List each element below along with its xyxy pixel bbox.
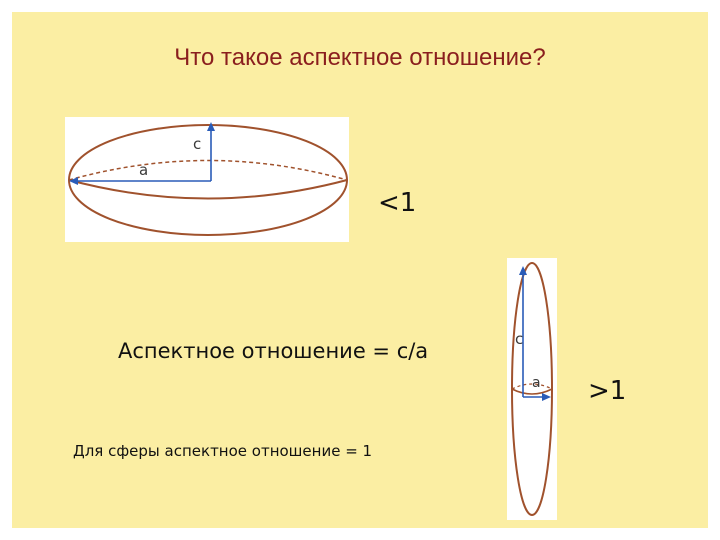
oblate-spheroid-diagram bbox=[68, 122, 348, 236]
aspect-ratio-formula: Аспектное отношение = c/a bbox=[118, 339, 429, 363]
oblate-label-c: c bbox=[193, 135, 202, 153]
prolate-label-c: c bbox=[515, 330, 524, 348]
oblate-equator-front bbox=[68, 179, 348, 200]
oblate-spheroid-figure: a c bbox=[65, 117, 349, 242]
prolate-spheroid-diagram bbox=[511, 262, 553, 516]
prolate-axis-c-arrowhead bbox=[519, 266, 527, 275]
axis-c-arrowhead bbox=[207, 122, 215, 131]
oblate-equator-back bbox=[68, 159, 348, 181]
prolate-equator-front bbox=[511, 388, 553, 395]
oblate-outline bbox=[68, 124, 348, 236]
oblate-label-a: a bbox=[139, 161, 149, 179]
prolate-ratio-label: >1 bbox=[588, 376, 627, 406]
prolate-label-a: a bbox=[532, 375, 541, 391]
prolate-spheroid-figure: c a bbox=[507, 258, 557, 520]
prolate-equator-back bbox=[511, 383, 553, 390]
prolate-axis-a-arrowhead bbox=[542, 393, 551, 401]
oblate-ratio-label: <1 bbox=[378, 188, 417, 218]
slide-background bbox=[12, 12, 708, 528]
sphere-note: Для сферы аспектное отношение = 1 bbox=[73, 442, 373, 460]
slide-title: Что такое аспектное отношение? bbox=[174, 44, 546, 71]
axis-a-arrowhead bbox=[69, 177, 78, 185]
